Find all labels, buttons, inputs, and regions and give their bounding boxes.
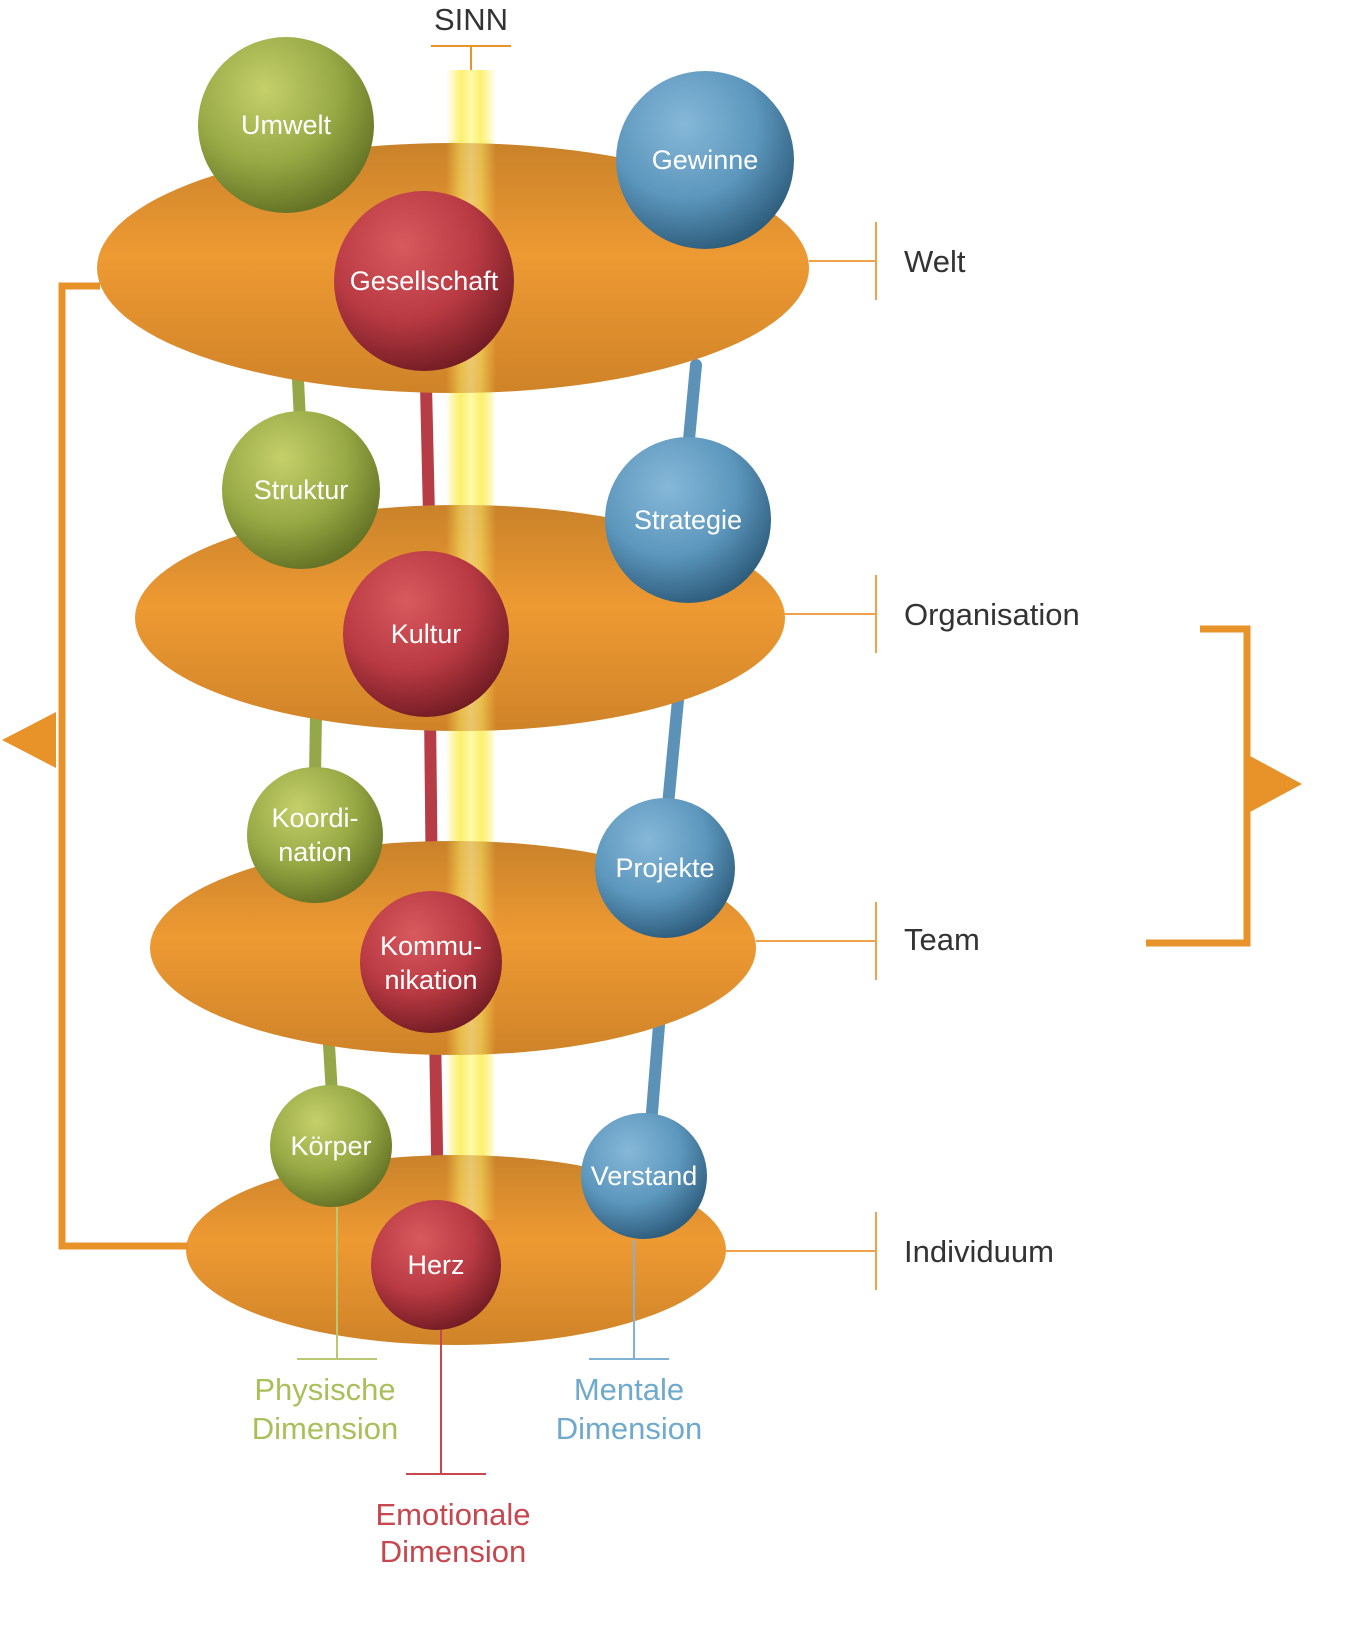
sphere-gewinne: Gewinne [616, 71, 794, 249]
right-bracket [1146, 625, 1302, 947]
svg-text:Struktur: Struktur [254, 475, 349, 505]
sphere-gesellschaft: Gesellschaft [334, 191, 514, 371]
physical-dimension-marker [297, 1207, 377, 1360]
sphere-strategie: Strategie [605, 437, 771, 603]
physical-dimension-label-2: Dimension [252, 1411, 398, 1446]
level-label-individuum: Individuum [904, 1234, 1054, 1269]
sphere-struktur: Struktur [222, 411, 380, 569]
sphere-herz: Herz [371, 1200, 501, 1330]
sphere-umwelt: Umwelt [198, 37, 374, 213]
level-label-team: Team [904, 922, 980, 957]
sphere-kultur: Kultur [343, 551, 509, 717]
sphere-projekte: Projekte [595, 798, 735, 938]
mental-dimension-label-1: Mentale [574, 1372, 684, 1407]
svg-text:Koordi-: Koordi- [271, 803, 358, 833]
sphere-kommunikation: Kommu- nikation [360, 891, 502, 1033]
svg-text:Kultur: Kultur [391, 619, 462, 649]
left-bracket [2, 282, 188, 1250]
svg-text:nation: nation [278, 837, 352, 867]
level-ticks [726, 222, 877, 1290]
physical-dimension-label-1: Physische [254, 1372, 395, 1407]
level-label-welt: Welt [904, 244, 966, 279]
svg-text:Körper: Körper [290, 1131, 371, 1161]
svg-text:Gewinne: Gewinne [652, 145, 759, 175]
svg-text:Gesellschaft: Gesellschaft [350, 266, 499, 296]
level-label-organisation: Organisation [904, 597, 1080, 632]
sphere-koerper: Körper [270, 1085, 392, 1207]
svg-text:Verstand: Verstand [591, 1161, 698, 1191]
emotional-dimension-marker [406, 1330, 486, 1475]
svg-text:nikation: nikation [384, 965, 477, 995]
sinn-label: SINN [434, 2, 508, 37]
sphere-koordination: Koordi- nation [247, 767, 383, 903]
mental-dimension-label-2: Dimension [556, 1411, 702, 1446]
svg-text:Strategie: Strategie [634, 505, 742, 535]
sphere-verstand: Verstand [581, 1113, 707, 1239]
svg-text:Projekte: Projekte [615, 853, 714, 883]
mental-connector [645, 359, 702, 1131]
svg-text:Herz: Herz [407, 1250, 464, 1280]
svg-text:Umwelt: Umwelt [241, 110, 332, 140]
emotional-dimension-label-2: Dimension [380, 1534, 526, 1569]
mental-dimension-marker [589, 1240, 669, 1360]
emotional-dimension-label-1: Emotionale [375, 1497, 530, 1532]
svg-text:Kommu-: Kommu- [380, 931, 482, 961]
